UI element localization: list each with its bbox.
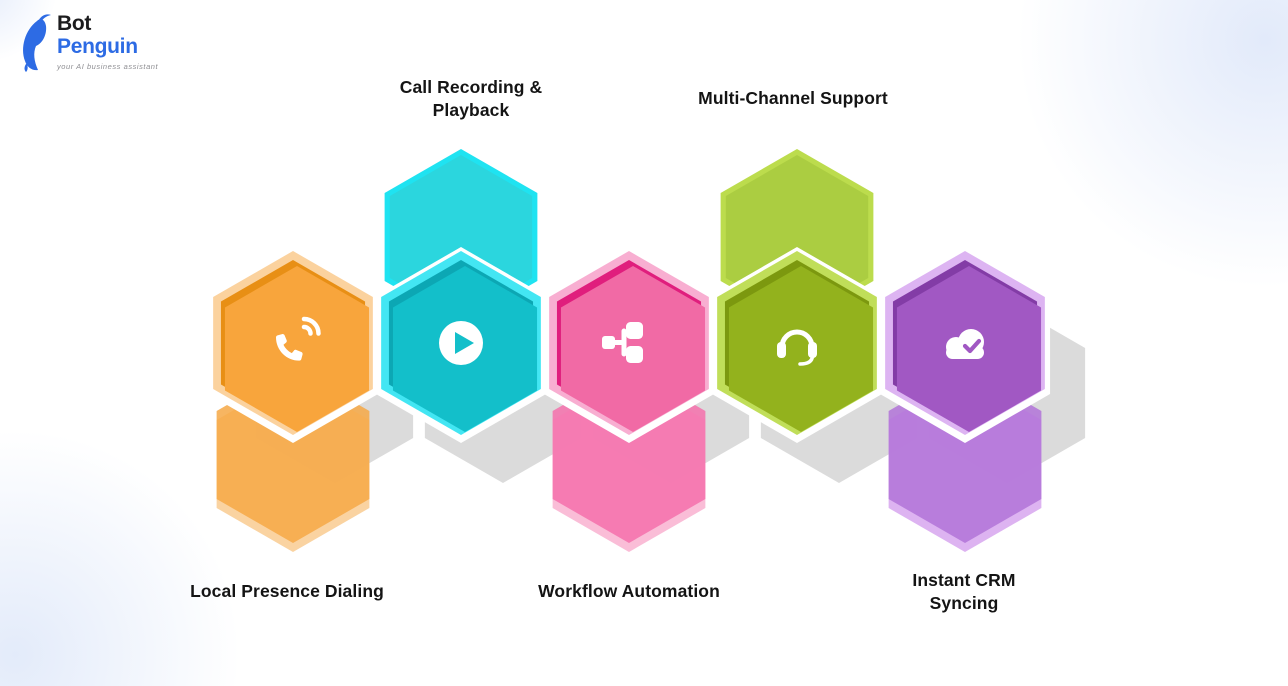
- feature-label-multi-channel: Multi-Channel Support: [698, 88, 888, 108]
- logo-tagline: your AI business assistant: [57, 62, 159, 71]
- feature-hexagon-1: [207, 247, 414, 552]
- feature-label-workflow: Workflow Automation: [538, 581, 720, 601]
- phone-volume-icon: [276, 316, 321, 361]
- feature-hexagon-2: [375, 149, 582, 483]
- feature-hexagon-5: [879, 247, 1086, 552]
- feature-hexagon-3: [543, 247, 750, 552]
- botpenguin-logo: Bot Penguin your AI business assistant: [16, 12, 158, 74]
- workflow-icon: [602, 322, 643, 363]
- penguin-logo-icon: [23, 14, 51, 72]
- feature-label-instant-crm: Instant CRM Syncing: [912, 570, 1016, 613]
- feature-label-local-presence: Local Presence Dialing: [190, 581, 384, 601]
- play-icon: [439, 321, 483, 365]
- cloud-check-icon: [946, 329, 984, 359]
- headset-icon: [777, 329, 817, 366]
- logo-word-penguin: Penguin: [57, 35, 138, 58]
- feature-hexagon-4: [711, 149, 918, 483]
- logo-text: Bot Penguin your AI business assistant: [57, 12, 158, 71]
- feature-label-call-recording: Call Recording & Playback: [399, 77, 543, 120]
- logo-word-bot: Bot: [57, 12, 92, 35]
